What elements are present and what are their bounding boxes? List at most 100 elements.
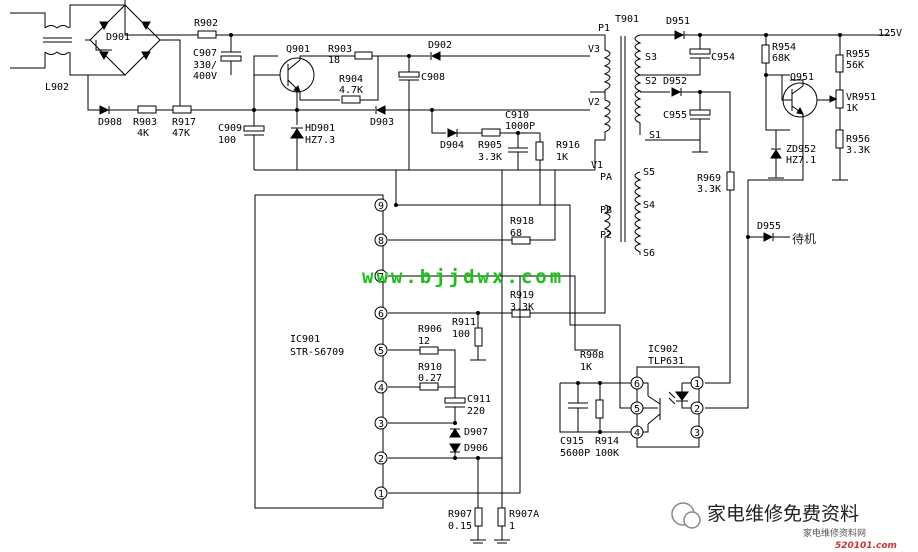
svg-text:V2: V2 (588, 97, 600, 108)
svg-text:R918: R918 (510, 216, 534, 227)
svg-text:3.3K: 3.3K (697, 184, 721, 195)
ic902-pin-label: 3 (694, 428, 700, 439)
r969-resistor (726, 171, 735, 191)
svg-text:1000P: 1000P (505, 121, 535, 132)
svg-text:V1: V1 (591, 160, 603, 171)
svg-text:1: 1 (509, 521, 515, 532)
footer-title: 家电维修免费资料 (707, 503, 859, 525)
svg-text:R914: R914 (595, 436, 619, 447)
svg-text:0.27: 0.27 (418, 373, 442, 384)
svg-text:100: 100 (218, 135, 236, 146)
svg-text:S4: S4 (643, 200, 655, 211)
svg-text:R910: R910 (418, 362, 442, 373)
svg-text:D906: D906 (464, 443, 488, 454)
svg-text:D952: D952 (663, 76, 687, 87)
ic901-pin-label: 7 (378, 272, 384, 283)
svg-text:12: 12 (418, 336, 430, 347)
ic901-pin-label: 6 (378, 309, 384, 320)
capacitor-c911: C911 220 (444, 394, 491, 423)
capacitor-c908: C908 (398, 56, 445, 170)
svg-text:R905: R905 (478, 140, 502, 151)
ic902-pin-label: 5 (634, 404, 640, 415)
ic901-pin-6 (374, 306, 388, 320)
svg-text:R904: R904 (339, 74, 363, 85)
svg-text:Q901: Q901 (286, 44, 310, 55)
svg-text:3.3K: 3.3K (478, 152, 502, 163)
footer-subtitle: 家电维修资料网 (803, 527, 866, 539)
capacitor-c955: C955 (645, 92, 711, 153)
capacitor-c907: C907 330/ 400V (193, 35, 242, 82)
svg-text:4.7K: 4.7K (339, 85, 363, 96)
svg-text:56K: 56K (846, 60, 864, 71)
d901-label: D901 (106, 32, 130, 43)
ic901-pin-label: 4 (378, 383, 384, 394)
svg-text:R906: R906 (418, 324, 442, 335)
ic901-pin-8 (374, 233, 388, 247)
ic901-pin-label: 5 (378, 346, 384, 357)
ic901-pin-4 (374, 380, 388, 394)
svg-text:PA: PA (600, 172, 612, 183)
footer-site: 520101.com (835, 541, 897, 551)
ic901-pin-1 (374, 486, 388, 500)
zener-hd901: HD901 HZ7.3 (290, 92, 335, 170)
line-filter-l902: L902 (10, 4, 88, 93)
svg-text:T901: T901 (615, 14, 639, 25)
r907a-resistor (497, 507, 506, 527)
ic902-pin-1 (690, 376, 704, 390)
ic902-pin-2 (690, 401, 704, 415)
watermark-text: www.bjjdwx.com (362, 266, 564, 288)
svg-text:R907A: R907A (509, 509, 539, 520)
svg-text:P1: P1 (598, 23, 610, 34)
svg-text:R955: R955 (846, 49, 870, 60)
svg-text:47K: 47K (172, 128, 190, 139)
svg-text:C907: C907 (193, 48, 217, 59)
ic901-pin-9 (374, 198, 388, 212)
ic902-optocoupler: IC902 TLP631 (636, 344, 700, 448)
svg-text:D904: D904 (440, 140, 464, 151)
svg-text:P2: P2 (600, 230, 612, 241)
bridge-rectifier-d901: D901 (85, 0, 181, 110)
svg-text:5600P: 5600P (560, 448, 590, 459)
r954-resistor (761, 44, 770, 64)
ic902-pin-3 (690, 425, 704, 439)
transformer-t901: T901 P1 V3 V2 V1 PA PB P2 S3 S2 S1 S5 S4… (588, 14, 661, 259)
standby-label: 待机 (792, 232, 816, 246)
svg-text:S1: S1 (649, 130, 661, 141)
svg-text:D951: D951 (666, 16, 690, 27)
svg-text:R916: R916 (556, 140, 580, 151)
r907-resistor (474, 507, 483, 527)
r910-resistor (419, 382, 439, 391)
r955-resistor (835, 54, 844, 73)
ic902-pin-label: 6 (634, 379, 640, 390)
svg-text:220: 220 (467, 406, 485, 417)
capacitor-c954: C954 (640, 35, 735, 76)
svg-text:TLP631: TLP631 (648, 356, 684, 367)
svg-text:D903: D903 (370, 117, 394, 128)
svg-text:HZ7.1: HZ7.1 (786, 155, 816, 166)
svg-text:400V: 400V (193, 71, 217, 82)
r911-resistor (474, 327, 483, 347)
ic901-pin-7 (374, 269, 388, 283)
svg-text:0.15: 0.15 (448, 521, 472, 532)
svg-text:S2: S2 (645, 76, 657, 87)
svg-text:100: 100 (452, 329, 470, 340)
r903-resistor (137, 105, 157, 114)
zener-zd952: ZD952 HZ7.1 (768, 130, 816, 179)
svg-text:IC902: IC902 (648, 344, 678, 355)
svg-text:R954: R954 (772, 42, 796, 53)
svg-text:STR-S6709: STR-S6709 (290, 347, 344, 358)
r903-top-resistor (354, 51, 373, 60)
r914-resistor (595, 399, 604, 419)
ic901-pin-label: 2 (378, 454, 384, 465)
ic902-pin-5 (630, 401, 644, 415)
ic902-pin-label: 2 (694, 404, 700, 415)
svg-text:R907: R907 (448, 509, 472, 520)
l902-label: L902 (45, 82, 69, 93)
ic901-chip: IC901 STR-S6709 (254, 194, 384, 509)
svg-text:S3: S3 (645, 52, 657, 63)
svg-text:R969: R969 (697, 173, 721, 184)
ic901-pin-label: 1 (378, 489, 384, 500)
ic902-pin-label: 1 (694, 379, 700, 390)
